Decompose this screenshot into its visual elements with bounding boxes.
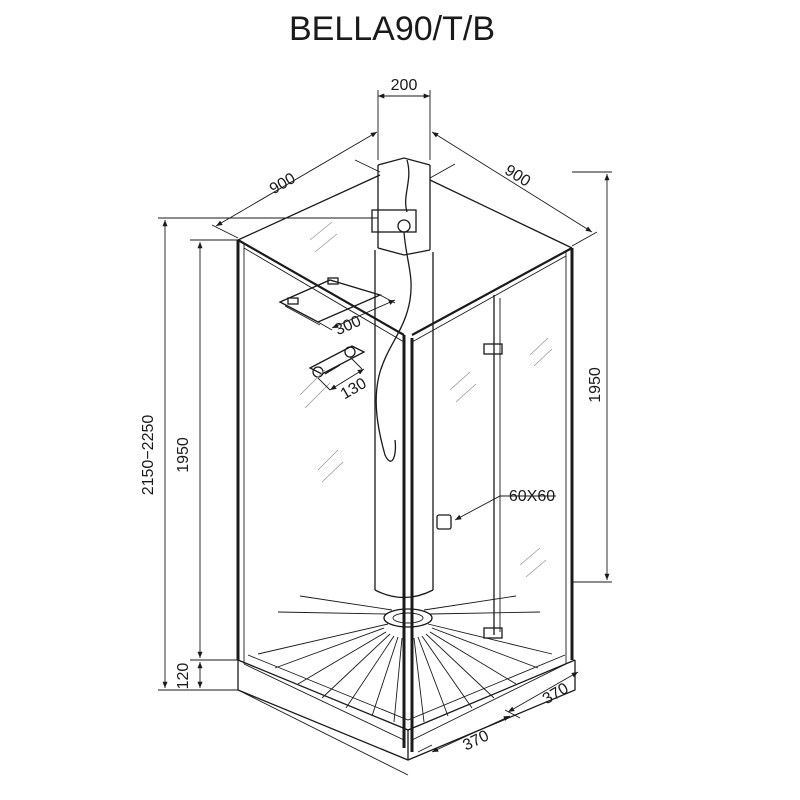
dim-height-left: 1950 [175,239,238,661]
dim-label-height-left: 1950 [175,437,192,473]
diagram-title: BELLA90/T/B [289,10,495,48]
dim-label-height-right: 1950 [587,367,604,403]
dim-width-left: 900 [211,131,381,239]
dim-mixer-spacing: 130 [317,356,370,403]
door-hardware [436,295,503,639]
glass-shelf [278,277,382,326]
dim-label-width-right: 900 [502,162,534,191]
dim-width-right: 900 [429,131,598,247]
tray-grooves [257,595,553,723]
cabin-frame [236,174,574,752]
dim-tray-left: 370 [417,709,521,754]
dim-label-column-width: 200 [391,77,418,94]
shower-tray [237,608,576,776]
dim-handle-callout: 60X60 [454,488,556,521]
dim-label-shelf-depth: 300 [333,313,364,339]
dim-label-tray-right: 370 [540,680,572,708]
dim-overall-height: 2150−2250 [140,217,378,691]
dim-label-handle-size: 60X60 [509,488,555,505]
dim-tray-height: 120 [175,662,203,690]
dim-column-width: 200 [377,77,431,160]
dim-label-tray-left: 370 [460,727,492,754]
dim-label-overall-height: 2150−2250 [140,415,157,496]
mixer-tap [308,345,366,378]
dim-label-mixer-spacing: 130 [338,375,370,403]
dim-height-right: 1950 [572,171,612,583]
dim-label-tray-height: 120 [175,663,192,690]
glass-reflections [299,221,553,578]
dim-tray-right: 370 [507,671,579,713]
door-handle [436,514,452,530]
